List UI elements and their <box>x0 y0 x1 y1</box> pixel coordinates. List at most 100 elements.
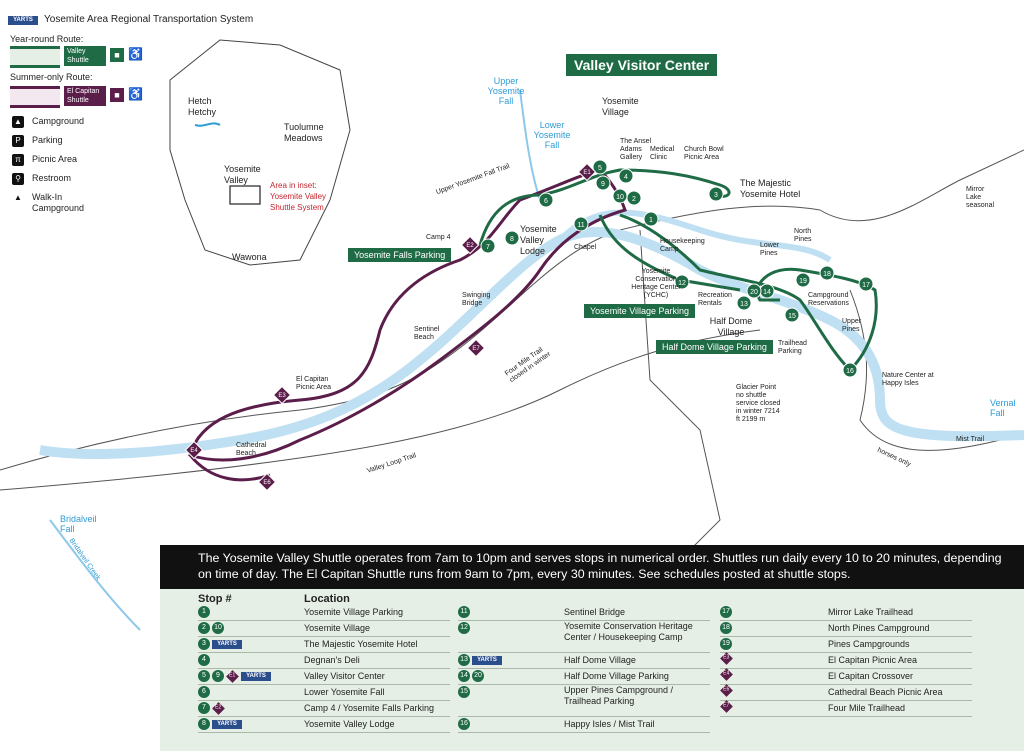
el-capitan-stop-badge: E4 <box>720 668 733 681</box>
campground-icon: ▲ <box>12 116 24 128</box>
shuttle-stop-badge: 8 <box>198 718 210 730</box>
el-capitan-stop-label: E6 <box>263 480 271 486</box>
shuttle-stop-6 <box>538 192 554 208</box>
restroom-icon: ⚲ <box>12 173 24 185</box>
merced-river <box>39 227 1024 460</box>
shuttle-stop-badge: 6 <box>198 686 210 698</box>
label-vernal-fall: Vernal Fall <box>990 398 1016 418</box>
inset-hetch-hetchy: Hetch Hetchy <box>188 96 217 117</box>
shuttle-stop-label: 18 <box>823 271 831 278</box>
table-row: 6 Lower Yosemite Fall <box>198 685 450 701</box>
row-location: Four Mile Trailhead <box>828 703 906 713</box>
row-location: Yosemite Village <box>304 623 371 633</box>
row-stops: 15 <box>458 686 470 698</box>
inset-map <box>169 39 351 266</box>
el-capitan-stop-label: E2 <box>466 243 474 249</box>
label-ychc: Yosemite Conservation Heritage Center (Y… <box>631 268 681 299</box>
label-camp4: Camp 4 <box>426 234 451 241</box>
shuttle-stop-label: 13 <box>740 301 748 308</box>
el-capitan-stop-badge: E1 <box>226 669 239 683</box>
bridalveil-creek <box>49 519 141 631</box>
label-half-dome-village: Half Dome Village <box>709 316 753 337</box>
row-stops: 4 <box>198 654 210 666</box>
yarts-icon: YARTS <box>212 639 242 649</box>
shuttle-stop-badge: 13 <box>458 654 470 666</box>
row-location: Yosemite Valley Lodge <box>304 719 395 729</box>
shuttle-stop-13 <box>736 295 752 311</box>
label-ansel-adams: The Ansel Adams Gallery <box>620 138 652 161</box>
shuttle-stop-label: 4 <box>624 174 628 181</box>
shuttle-stop-label: 16 <box>846 368 854 375</box>
shuttle-stop-label: 12 <box>678 280 686 287</box>
shuttle-stop-label: 15 <box>788 313 796 320</box>
row-location: Yosemite Village Parking <box>304 607 404 617</box>
wheelchair-icon: ♿ <box>128 47 143 61</box>
row-stops: 16 <box>458 718 470 730</box>
parking-icon: P <box>12 135 24 147</box>
table-header-stop: Stop # <box>198 593 232 605</box>
shuttle-stop-17 <box>858 276 874 292</box>
shuttle-stop-20 <box>746 283 762 299</box>
row-location: Valley Visitor Center <box>304 671 385 681</box>
shuttle-stop-label: 19 <box>799 278 807 285</box>
legend-summer-label: Summer-only Route: <box>10 72 93 82</box>
merced-river-branch <box>557 209 832 263</box>
label-lower-yosemite-fall: Lower Yosemite Fall <box>533 120 571 150</box>
row-location: The Majestic Yosemite Hotel <box>304 639 418 649</box>
row-location: Happy Isles / Mist Trail <box>564 719 655 729</box>
inset-tuolumne: Tuolumne Meadows <box>284 122 324 143</box>
legend-year-round-swatch <box>10 46 60 68</box>
row-stops: 1 <box>198 606 210 618</box>
row-location: El Capitan Picnic Area <box>828 655 918 665</box>
el-capitan-stop-badge: E2 <box>212 701 225 715</box>
legend-item-label: Parking <box>32 135 63 145</box>
label-chapel: Chapel <box>574 244 597 251</box>
label-nature-center: Nature Center at Happy Isles <box>882 372 934 387</box>
el-capitan-stop-E2 <box>460 235 480 255</box>
inset-yosemite-valley: Yosemite Valley <box>224 164 261 185</box>
yosemite-creek <box>519 89 541 201</box>
wheelchair-icon: ♿ <box>128 87 143 101</box>
sign-yosemite-falls-parking: Yosemite Falls Parking <box>348 248 452 262</box>
label-church-bowl: Church Bowl Picnic Area <box>684 146 724 161</box>
shuttle-stop-11 <box>573 216 589 232</box>
row-location: Lower Yosemite Fall <box>304 687 385 697</box>
el-capitan-stop-badge: E7 <box>720 700 733 713</box>
header-title: Yosemite Area Regional Transportation Sy… <box>44 14 254 25</box>
shuttle-stop-badge: 2 <box>198 622 210 634</box>
legend-year-round-label: Year-round Route: <box>10 34 84 44</box>
shuttle-stop-badge: 7 <box>198 702 210 714</box>
el-capitan-stop-label: E3 <box>278 393 286 399</box>
walk-in-campground-icon: ▲ <box>14 193 22 202</box>
shuttle-stop-label: 11 <box>577 222 584 229</box>
shuttle-stop-badge: 11 <box>458 606 470 618</box>
shuttle-stop-badge: 14 <box>458 670 470 682</box>
shuttle-stop-16 <box>842 362 858 378</box>
yarts-icon: YARTS <box>472 655 502 665</box>
label-medical-clinic: Medical Clinic <box>650 146 675 161</box>
el-capitan-stop-E7 <box>466 338 486 358</box>
shuttle-stop-18 <box>819 265 835 281</box>
row-location: Camp 4 / Yosemite Falls Parking <box>304 703 435 713</box>
bus-icon: ■ <box>110 88 124 102</box>
shuttle-stop-4 <box>618 168 634 184</box>
shuttle-stop-label: 20 <box>750 289 758 296</box>
sign-yosemite-village-parking: Yosemite Village Parking <box>584 304 696 318</box>
el-capitan-stop-label: E4 <box>190 448 198 454</box>
el-capitan-stop-E3 <box>272 385 292 405</box>
row-stops: 19 <box>720 638 732 650</box>
el-capitan-stop-label: E7 <box>472 346 480 352</box>
label-recreation-rentals: Recreation Rentals <box>698 292 732 307</box>
